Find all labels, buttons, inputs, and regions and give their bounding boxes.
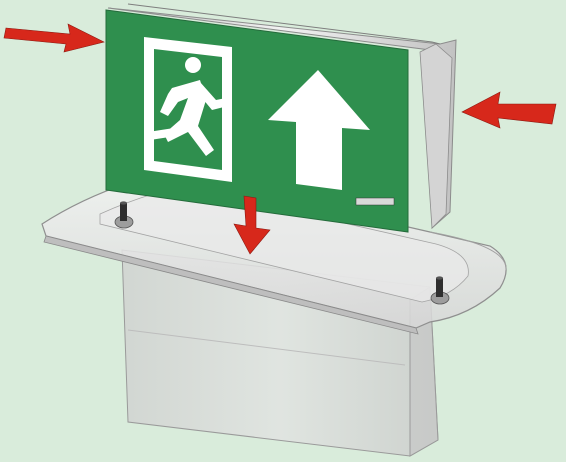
arrow-left-icon [462, 92, 556, 128]
arrow-right-icon [4, 24, 104, 52]
brand-label [356, 198, 394, 205]
